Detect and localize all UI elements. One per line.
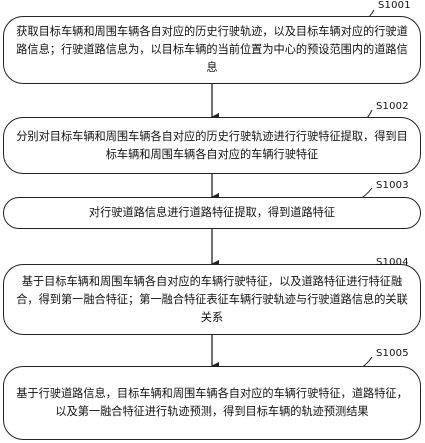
step-text-s1001: 获取目标车辆和周围车辆各自对应的历史行驶轨迹，以及目标车辆对应的行驶道路信息；行… — [16, 25, 408, 74]
step-box-s1002: 分别对目标车辆和周围车辆各自对应的历史行驶轨迹进行行驶特征提取，得到目标车辆和周… — [3, 117, 421, 174]
step-text-s1002: 分别对目标车辆和周围车辆各自对应的历史行驶轨迹进行行驶特征提取，得到目标车辆和周… — [16, 129, 408, 161]
step-id-s1002: S1002 — [376, 101, 409, 112]
step-box-s1001: 获取目标车辆和周围车辆各自对应的历史行驶轨迹，以及目标车辆对应的行驶道路信息；行… — [3, 16, 421, 84]
step-id-s1001: S1001 — [378, 0, 411, 11]
step-text-s1005: 基于行驶道路信息，目标车辆和周围车辆各自对应的车辆行驶特征，道路特征，以及第一融… — [16, 387, 408, 418]
step-box-s1004: 基于目标车辆和周围车辆各自对应的车辆行驶特征，以及道路特征进行特征融合，得到第一… — [3, 264, 421, 335]
step-box-s1005: 基于行驶道路信息，目标车辆和周围车辆各自对应的车辆行驶特征，道路特征，以及第一融… — [3, 366, 421, 440]
step-id-s1005: S1005 — [376, 348, 409, 359]
step-text-s1003: 对行驶道路信息进行道路特征提取，得到道路特征 — [88, 206, 336, 219]
step-box-s1003: 对行驶道路信息进行道路特征提取，得到道路特征 — [3, 197, 421, 229]
step-id-s1004: S1004 — [376, 257, 409, 268]
step-id-s1003: S1003 — [376, 180, 409, 191]
step-text-s1004: 基于目标车辆和周围车辆各自对应的车辆行驶特征，以及道路特征进行特征融合，得到第一… — [16, 274, 408, 324]
